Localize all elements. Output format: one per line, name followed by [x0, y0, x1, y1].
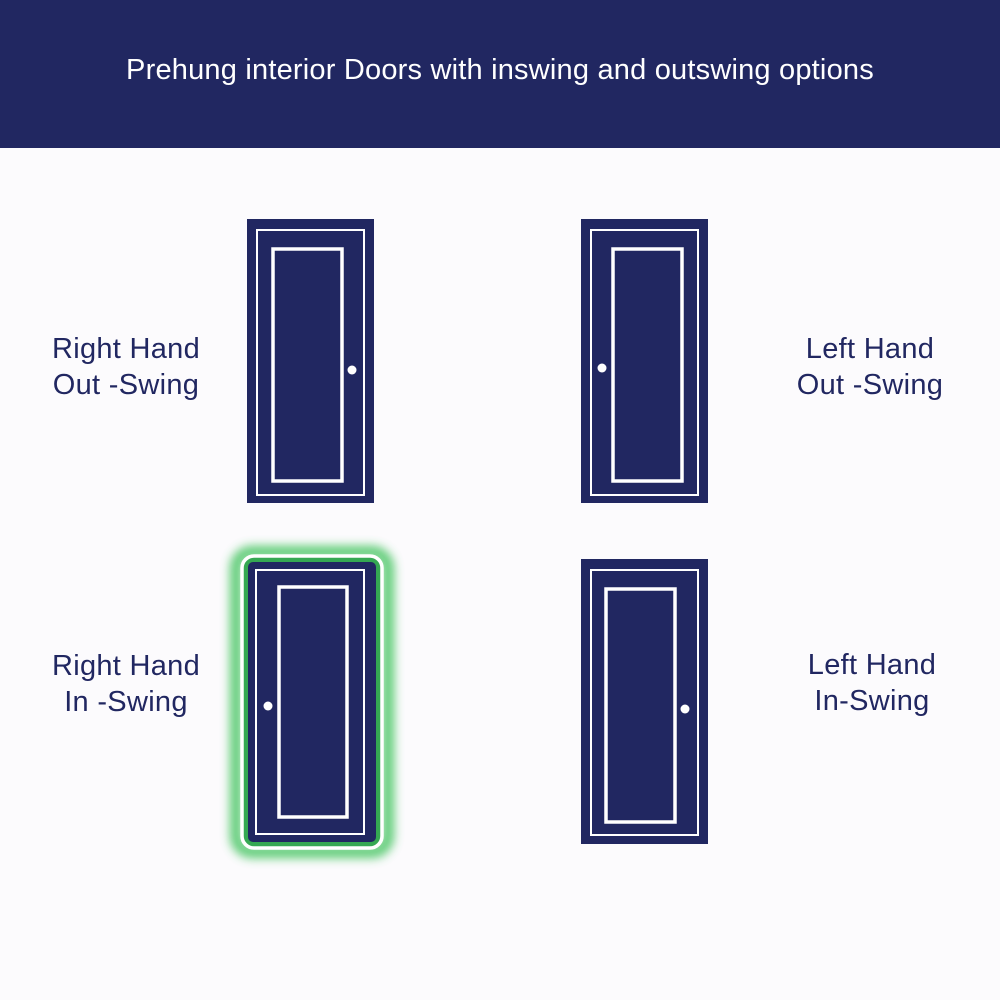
door-right-hand-in-swing[interactable]: [227, 543, 397, 861]
door-knob: [597, 363, 607, 373]
label-left-hand-out-swing: Left Hand Out -Swing: [740, 331, 1000, 403]
door-frame-line: [590, 229, 699, 496]
label-left-hand-in-swing: Left Hand In-Swing: [742, 647, 1000, 719]
label-right-hand-out-swing: Right Hand Out -Swing: [0, 331, 256, 403]
door-knob: [263, 701, 273, 711]
page-title: Prehung interior Doors with inswing and …: [126, 54, 874, 86]
label-right-hand-in-swing: Right Hand In -Swing: [0, 648, 256, 720]
door-body: [581, 219, 708, 503]
door-right-hand-out-swing[interactable]: [247, 219, 374, 503]
highlight-inner-line: [240, 554, 384, 850]
door-knob: [347, 365, 357, 375]
highlight-glow: [230, 546, 394, 858]
door-knob: [680, 704, 690, 714]
label-line-2: In-Swing: [814, 685, 930, 717]
label-line-2: Out -Swing: [796, 369, 944, 401]
door-panel: [611, 247, 684, 483]
door-panel: [277, 585, 349, 819]
door-body: [581, 559, 708, 844]
door-frame-line: [256, 229, 365, 496]
label-line-1: Left Hand: [805, 333, 935, 365]
label-line-2: In -Swing: [64, 686, 188, 718]
label-line-1: Right Hand: [51, 333, 201, 365]
label-line-2: Out -Swing: [52, 369, 200, 401]
label-line-1: Left Hand: [807, 649, 937, 681]
door-left-hand-out-swing[interactable]: [581, 219, 708, 503]
door-frame-line: [590, 569, 699, 836]
label-line-1: Right Hand: [51, 650, 201, 682]
door-left-hand-in-swing[interactable]: [581, 559, 708, 844]
door-panel: [271, 247, 344, 483]
door-body: [247, 219, 374, 503]
door-frame-line: [255, 569, 365, 835]
header-banner: Prehung interior Doors with inswing and …: [0, 0, 1000, 148]
door-panel: [604, 587, 677, 824]
